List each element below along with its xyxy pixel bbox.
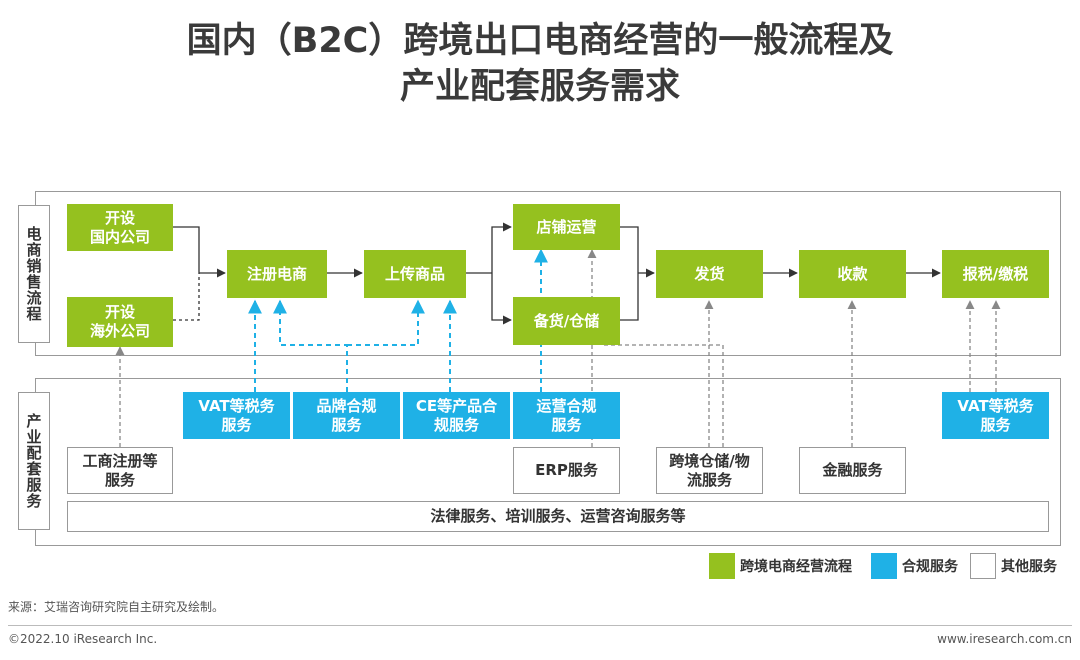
source-note: 来源：艾瑞咨询研究院自主研究及绘制。: [8, 600, 225, 614]
stocking-warehousing-step: 备货/仓储: [513, 297, 620, 345]
legend-compliance-label: 合规服务: [902, 559, 958, 575]
brand-compliance-service: 品牌合规 服务: [293, 392, 400, 439]
tax-filing-step: 报税/缴税: [942, 250, 1049, 298]
vat-tax-service-left: VAT等税务 服务: [183, 392, 290, 439]
shipping-step: 发货: [656, 250, 763, 298]
sales-process-label: 电商销售流程: [18, 205, 50, 343]
open-overseas-company-step: 开设 海外公司: [67, 297, 173, 347]
legend-compliance-swatch: [871, 553, 897, 579]
title-line-2: 产业配套服务需求: [399, 67, 680, 107]
copyright: ©2022.10 iResearch Inc.: [8, 632, 158, 646]
ce-product-compliance-service: CE等产品合 规服务: [403, 392, 510, 439]
warehouse-logistics-service: 跨境仓储/物 流服务: [656, 447, 763, 494]
page-title: 国内（B2C）跨境出口电商经营的一般流程及 产业配套服务需求: [0, 18, 1080, 110]
operations-compliance-service: 运营合规 服务: [513, 392, 620, 439]
open-domestic-company-step: 开设 国内公司: [67, 204, 173, 251]
payment-collection-step: 收款: [799, 250, 906, 298]
website: www.iresearch.com.cn: [937, 632, 1072, 646]
store-operations-step: 店铺运营: [513, 204, 620, 250]
compliance-arrows: [248, 248, 548, 392]
business-registration-service: 工商注册等 服务: [67, 447, 173, 494]
financial-service: 金融服务: [799, 447, 906, 494]
title-line-1: 国内（B2C）跨境出口电商经营的一般流程及: [186, 21, 894, 61]
legend-process-label: 跨境电商经营流程: [740, 559, 852, 575]
legend-other-label: 其他服务: [1001, 559, 1057, 575]
process-flow-lines: [173, 222, 941, 325]
general-services-bar: 法律服务、培训服务、运营咨询服务等: [67, 501, 1049, 532]
register-ecommerce-step: 注册电商: [227, 250, 327, 298]
legend-process-swatch: [709, 553, 735, 579]
footer-divider: [8, 625, 1072, 626]
erp-service: ERP服务: [513, 447, 620, 494]
services-label: 产业配套服务: [18, 392, 50, 530]
upload-products-step: 上传商品: [364, 250, 466, 298]
service-arrows: [115, 249, 1001, 447]
legend-other-swatch: [970, 553, 996, 579]
vat-tax-service-right: VAT等税务 服务: [942, 392, 1049, 439]
